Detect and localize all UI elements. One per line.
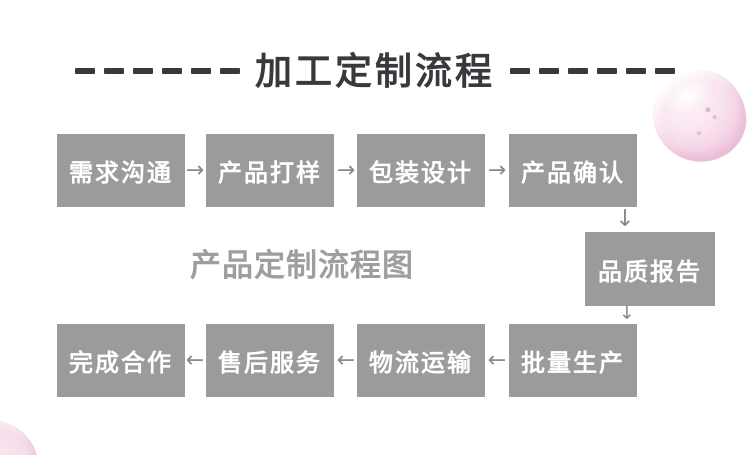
arrow-right-icon: → <box>336 157 356 183</box>
arrow-down-icon: ↓ <box>615 205 635 232</box>
title-dashes-left <box>75 68 240 74</box>
title-dashes-right <box>510 68 675 74</box>
arrow-right-icon: → <box>487 157 507 183</box>
page-title: 加工定制流程 <box>255 49 495 93</box>
flow-step-after-sales: 售后服务 <box>206 324 334 397</box>
arrow-left-icon: ← <box>487 347 507 373</box>
flow-step-demand-communication: 需求沟通 <box>57 134 185 207</box>
arrow-left-icon: ← <box>185 347 205 373</box>
caption: 产品定制流程图 <box>190 248 414 284</box>
title-row: 加工定制流程 <box>0 48 750 94</box>
flow-step-product-sampling: 产品打样 <box>206 134 334 207</box>
pink-blob-decoration-bottom-left <box>0 419 38 455</box>
flow-step-quality-report: 品质报告 <box>585 232 715 306</box>
flow-step-packaging-design: 包装设计 <box>357 134 485 207</box>
flow-step-product-confirmation: 产品确认 <box>509 134 637 207</box>
flow-step-logistics: 物流运输 <box>357 324 485 397</box>
arrow-left-icon: ← <box>336 347 356 373</box>
flow-step-cooperation-complete: 完成合作 <box>57 324 185 397</box>
flow-step-mass-production: 批量生产 <box>509 324 637 397</box>
arrow-down-icon: ↓ <box>619 301 635 324</box>
arrow-right-icon: → <box>185 157 205 183</box>
